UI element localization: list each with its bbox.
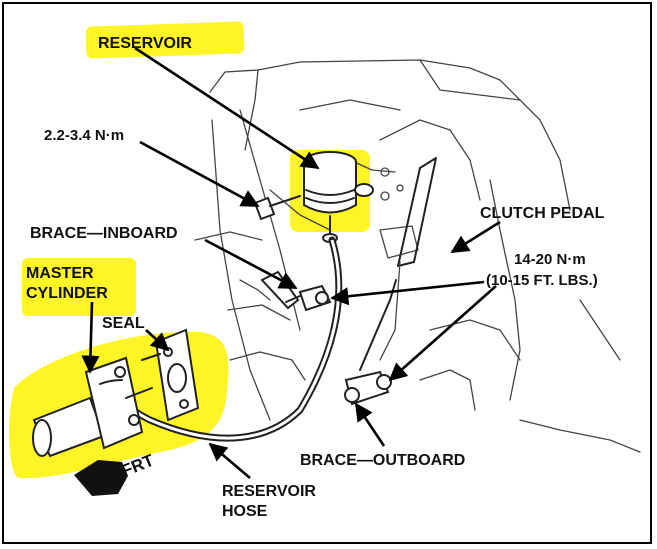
- front-direction-indicator: FRT: [74, 450, 157, 496]
- label-brace-outboard: BRACE—OUTBOARD: [300, 452, 465, 469]
- label-reservoir-hose-line2: HOSE: [222, 503, 268, 520]
- label-brace-inboard: BRACE—INBOARD: [30, 225, 178, 242]
- label-master-line1: MASTER: [26, 265, 94, 282]
- labels: RESERVOIR 2.2-3.4 N·m BRACE—INBOARD CLUT…: [26, 35, 605, 520]
- highlight-master-label: [22, 258, 136, 316]
- diagram-frame: [2, 2, 652, 544]
- brace-inboard: [260, 270, 332, 312]
- label-seal: SEAL: [102, 315, 145, 332]
- master-cylinder: [32, 353, 161, 458]
- clutch-pedal: [379, 157, 437, 361]
- front-arrow-icon: [74, 460, 128, 496]
- label-reservoir-hose-line1: RESERVOIR: [222, 483, 316, 500]
- label-torque-large-line2: (10-15 FT. LBS.): [486, 272, 598, 289]
- reservoir-bolt: [253, 195, 301, 221]
- label-reservoir: RESERVOIR: [98, 35, 192, 52]
- label-torque-large-line1: 14-20 N·m: [514, 251, 586, 268]
- label-master-line2: CYLINDER: [26, 285, 108, 302]
- seal: [154, 328, 200, 422]
- brace-outboard: [344, 279, 397, 406]
- label-torque-small: 2.2-3.4 N·m: [44, 127, 124, 144]
- label-clutch-pedal: CLUTCH PEDAL: [480, 205, 605, 222]
- highlight-reservoir-label: [85, 21, 245, 59]
- leader-lines: [81, 46, 501, 479]
